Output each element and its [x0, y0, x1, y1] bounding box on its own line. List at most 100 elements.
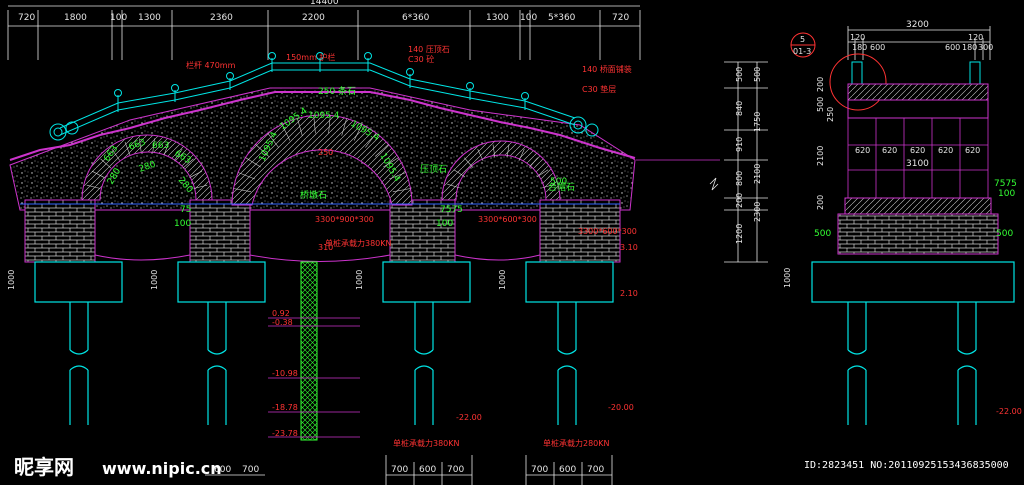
- voussoir-line: [233, 188, 252, 193]
- bottom-dimensions: [205, 455, 613, 485]
- voussoir-line: [542, 183, 555, 189]
- dim-label: 720: [612, 13, 629, 23]
- dim-label: 500: [814, 229, 831, 239]
- voussoir-line: [313, 115, 316, 134]
- arch-label: 663: [152, 141, 169, 151]
- annotations: 250 条石 压顶石 桥墩石 台帽石 栏杆 470mm 150mm 护栏 140…: [174, 45, 638, 448]
- scroll-ornament-right: [569, 116, 599, 137]
- dim-label: 620: [910, 146, 925, 155]
- river-bed: [94, 254, 541, 262]
- dim-label: 500: [735, 67, 744, 82]
- voussoir-line: [453, 169, 465, 178]
- voussoir-line: [237, 172, 256, 180]
- span-label: 3300*900*300: [315, 215, 374, 224]
- dim-label: 6*360: [402, 13, 430, 23]
- dim-label: 700: [447, 465, 464, 475]
- voussoir-line: [365, 133, 377, 148]
- voussoir-line: [492, 144, 496, 158]
- note: 250 条石: [318, 85, 356, 97]
- note: 单桩承载力380KN: [325, 238, 392, 248]
- note: 单桩承载力280KN: [543, 438, 610, 448]
- top-dimension-labels: 720 1800 100 1300 2360 2200 6*360 1300 1…: [18, 0, 629, 23]
- elev-label: -18.78: [272, 403, 298, 412]
- elev-label: -10.98: [272, 369, 298, 378]
- scroll-ornament-left: [49, 121, 79, 141]
- arch-center: [231, 114, 413, 206]
- dim-label: 1000: [498, 270, 507, 290]
- dim-label: 120: [850, 33, 865, 42]
- elevation-marks: [268, 317, 360, 438]
- dim-label: 500: [753, 67, 762, 82]
- voussoir-line: [100, 158, 112, 169]
- dim-label: 620: [938, 146, 953, 155]
- voussoir-line: [353, 124, 363, 141]
- watermark: 昵享网 www.nipic.cn: [14, 455, 222, 479]
- dim-label: 500: [996, 229, 1013, 239]
- arch-right: [441, 140, 561, 201]
- overall-dim-label: 14400: [310, 0, 339, 7]
- dim-label: 1750: [753, 112, 762, 132]
- dim-label: 600: [870, 43, 885, 52]
- dim-label: 1800: [64, 13, 87, 23]
- note: 140 压顶石: [408, 45, 450, 54]
- pile: [69, 302, 89, 425]
- dim-label: 300: [978, 43, 993, 52]
- dim-label: 600: [559, 465, 576, 475]
- dim-label: 620: [965, 146, 980, 155]
- voussoir-line: [193, 184, 208, 189]
- dim-label: 840: [735, 101, 744, 116]
- dim-label: 2100: [753, 164, 762, 184]
- voussoir-line: [328, 115, 331, 134]
- dim-label: 600: [214, 465, 231, 475]
- voussoir-line: [152, 138, 155, 153]
- dim-label: 1200: [735, 224, 744, 244]
- voussoir-line: [182, 158, 194, 169]
- note: 150mm 护栏: [286, 52, 335, 62]
- voussoir-line: [537, 169, 549, 178]
- span-label: 3300*600*300: [578, 227, 637, 236]
- dim-label: 720: [18, 13, 35, 23]
- dim-label: 1300: [138, 13, 161, 23]
- dim-label: 100: [436, 219, 453, 229]
- bridge-elevation: [9, 52, 636, 263]
- vertical-dimension-chain: [636, 61, 768, 263]
- voussoir-line: [255, 144, 270, 157]
- dim-label: 3200: [906, 20, 929, 30]
- dim-label: 700: [587, 465, 604, 475]
- note: C30 砼: [408, 54, 434, 64]
- vertical-dimension-labels: 500 500 840 1750 910 2100 800 200 2300 1…: [735, 67, 762, 244]
- dim-label: 200: [816, 77, 825, 92]
- dim-label: 800: [735, 171, 744, 186]
- image-id: ID:2823451 NO:20110925153436835000: [804, 460, 1009, 471]
- note: C30 垫层: [582, 84, 616, 94]
- top-dimension-chain: [7, 5, 641, 60]
- elev-label: -0.38: [272, 318, 293, 327]
- dim-label: 1300: [486, 13, 509, 23]
- pile: [557, 302, 577, 425]
- voussoir-line: [392, 188, 411, 193]
- dim-label: 1000: [783, 268, 792, 288]
- dim-label: 180: [852, 43, 867, 52]
- note: 压顶石: [420, 164, 447, 175]
- dim-label: 100: [174, 219, 191, 229]
- dim-label: 620: [855, 146, 870, 155]
- voussoir-line: [341, 118, 347, 136]
- dim-label: 700: [391, 465, 408, 475]
- voussoir-line: [139, 138, 142, 153]
- arch-label: 1095.4: [308, 111, 340, 121]
- note: 台帽石: [548, 181, 575, 193]
- watermark-brand: 昵享网: [14, 455, 74, 479]
- foundation: [34, 261, 614, 425]
- pile: [207, 302, 227, 425]
- note: 140 桥面铺装: [582, 64, 632, 74]
- voussoir-line: [281, 124, 291, 141]
- dim-label: 1000: [355, 270, 364, 290]
- dim-label: 500: [550, 177, 567, 187]
- dim-label: 1000: [150, 270, 159, 290]
- voussoir-line: [388, 172, 407, 180]
- note: 栏杆 470mm: [186, 60, 236, 70]
- dim-label: 3100: [906, 159, 929, 169]
- dim-label: 100: [998, 189, 1015, 199]
- dim-label: 180: [962, 43, 977, 52]
